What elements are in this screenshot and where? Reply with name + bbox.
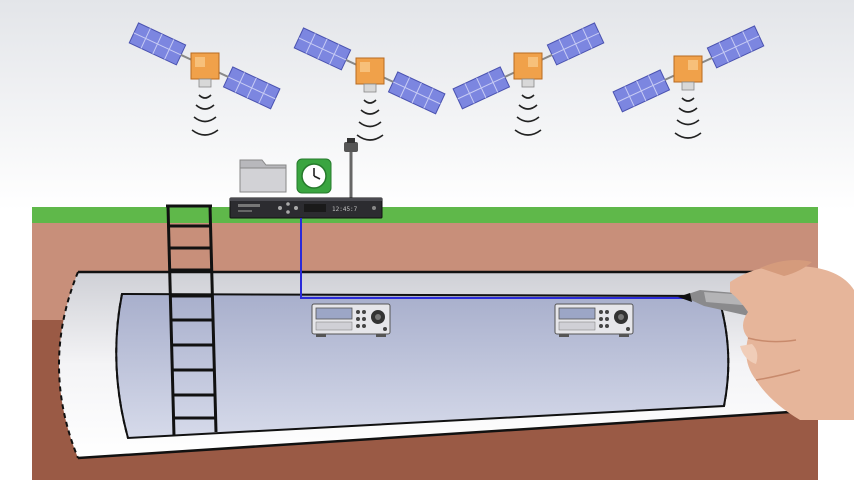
tunnel-interior-left-edge [115,293,129,439]
gps-antenna-icon [344,138,358,200]
tunnel-shell-bottom-edge [77,410,791,460]
signal-cable [300,218,690,299]
time-server-rack-icon: 12:45:7 [229,197,383,219]
clock-icon [296,158,332,194]
signal-generator-icon [554,303,634,338]
rack-clock-display: 12:45:7 [332,206,358,213]
ladder-icon [166,204,218,437]
hand-with-marker-icon [678,260,854,420]
grass-strip [32,207,818,223]
folder-icon [239,159,287,193]
signal-generator-icon [311,303,391,338]
